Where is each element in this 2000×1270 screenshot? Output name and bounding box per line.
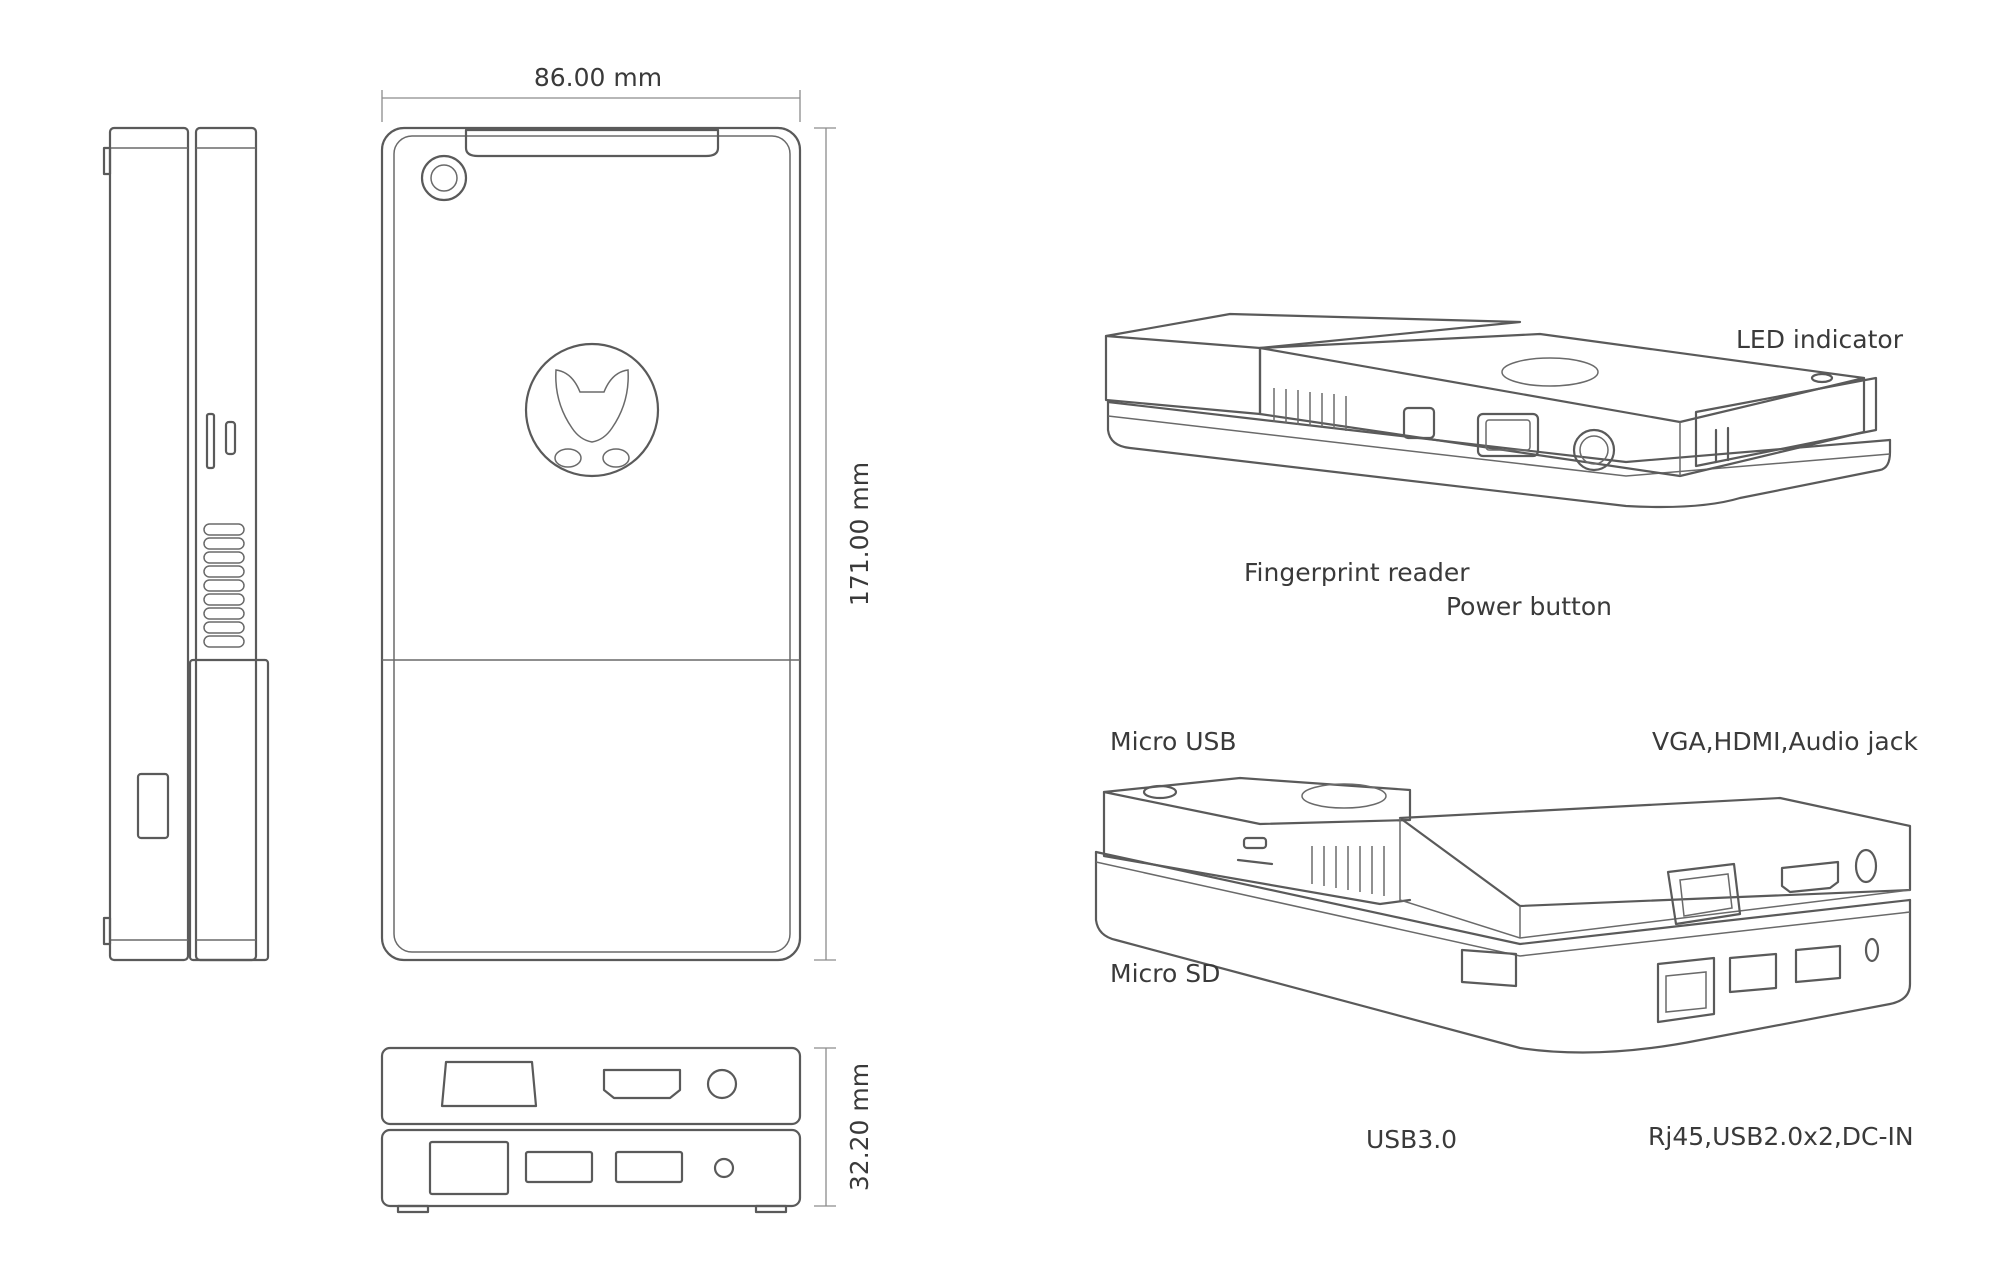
vent-iso (1273, 388, 1347, 431)
audio-jack-end (706, 1068, 738, 1100)
rj45-port-end (428, 1140, 510, 1196)
micro-usb-iso (1242, 836, 1268, 850)
led-hole (1810, 372, 1834, 384)
usb2-port-end-1 (524, 1150, 594, 1184)
vga-port-iso (1666, 862, 1742, 926)
end-view (380, 1046, 836, 1214)
micro-usb-port (224, 420, 237, 456)
label-power-button: Power button (1446, 592, 1612, 621)
led-indicator (420, 154, 468, 202)
label-rj45-usb2-dc: Rj45,USB2.0x2,DC-IN (1648, 1122, 1914, 1151)
label-led-indicator: LED indicator (1736, 325, 1904, 354)
iso-view-back (1094, 776, 1912, 1054)
micro-sd-iso (1236, 858, 1274, 866)
usb3-port-iso (1460, 948, 1518, 988)
label-usb3: USB3.0 (1366, 1125, 1457, 1154)
label-micro-sd: Micro SD (1110, 959, 1220, 988)
height-dimension: 171.00 mm (845, 462, 874, 606)
audio-jack-iso (1854, 848, 1878, 884)
usb2-port-end-2 (614, 1150, 684, 1184)
front-view (380, 90, 836, 962)
logo-icon (524, 342, 660, 478)
label-micro-usb: Micro USB (1110, 727, 1237, 756)
dc-in-end (713, 1157, 735, 1179)
side-slot (136, 772, 170, 840)
usb2-port-iso-1 (1728, 952, 1778, 994)
side-vent (203, 523, 245, 648)
hdmi-port-iso (1780, 860, 1840, 894)
fingerprint-reader (1402, 406, 1436, 440)
label-fingerprint-reader: Fingerprint reader (1244, 558, 1470, 587)
micro-sd-slot (205, 412, 216, 470)
vent-iso-2 (1311, 846, 1385, 896)
depth-dimension: 32.20 mm (845, 1063, 874, 1191)
iso-view-front (1104, 312, 1892, 509)
usb2-port-iso-2 (1794, 944, 1842, 984)
rj45-port-iso (1656, 956, 1716, 1024)
label-vga-hdmi-audio: VGA,HDMI,Audio jack (1652, 727, 1918, 756)
hdmi-port-end (602, 1068, 682, 1100)
dc-in-iso (1864, 937, 1880, 963)
width-dimension: 86.00 mm (534, 63, 662, 92)
vga-port-end (440, 1060, 538, 1108)
power-button (1572, 428, 1616, 472)
side-view (102, 126, 270, 962)
